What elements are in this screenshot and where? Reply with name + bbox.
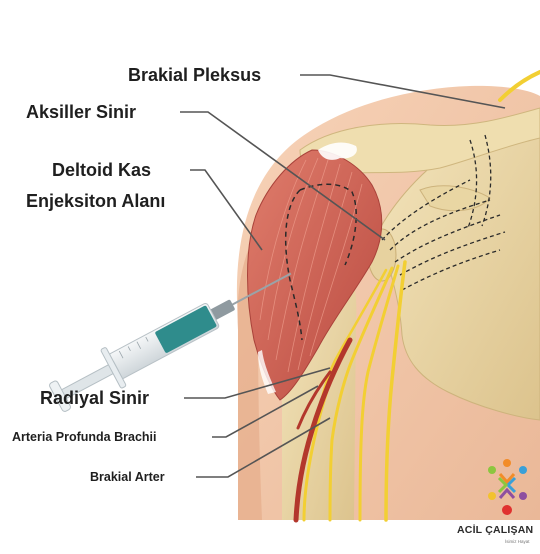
label-radial-nerve: Radiyal Sinir [40,389,149,407]
label-brachial-artery: Brakial Arter [90,471,165,484]
label-injection-area: Enjeksiton Alanı [26,192,165,210]
label-axillary-nerve: Aksiller Sinir [26,103,136,121]
label-brachial-plexus: Brakial Pleksus [128,66,261,84]
label-deltoid-muscle: Deltoid Kas [52,161,151,179]
logo-tagline: İsimiz Hayat [505,540,530,545]
label-arteria-profunda: Arteria Profunda Brachii [12,431,156,444]
syringe-fluid [155,305,217,353]
logo-brand: ACİL ÇALIŞAN [457,525,533,536]
